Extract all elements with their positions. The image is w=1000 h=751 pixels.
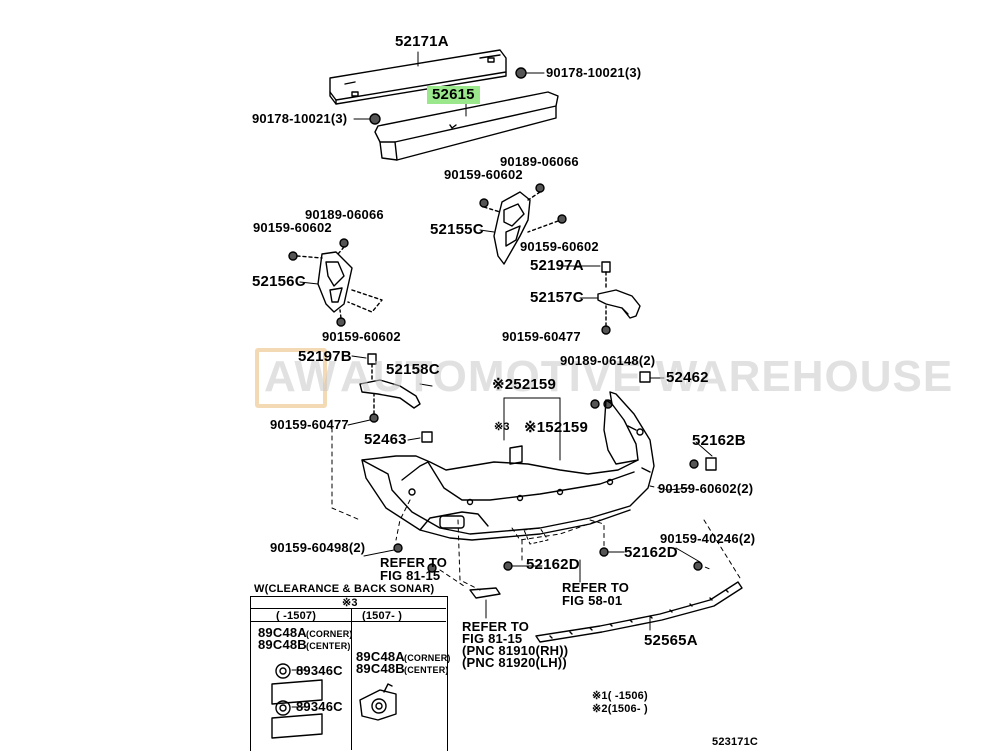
inset-c1-89C48A: 89C48A	[258, 625, 307, 640]
label-90159-left-1: 90159-60602	[253, 220, 332, 235]
energy-absorber-52615	[374, 91, 559, 161]
label-52462: 52462	[666, 369, 709, 386]
label-52565A: 52565A	[644, 632, 698, 649]
label-52197A: 52197A	[530, 257, 584, 274]
inset-col1-head: ( -1507)	[276, 610, 317, 622]
inset-title: W(CLEARANCE & BACK SONAR)	[254, 583, 435, 595]
label-52463: 52463	[364, 431, 407, 448]
label-52159-x1: ※152159	[524, 419, 589, 436]
label-52156C: 52156C	[252, 273, 306, 290]
label-52162D-left: 52162D	[526, 556, 580, 573]
label-90159-60498: 90159-60498(2)	[270, 540, 366, 555]
bumper-reinforcement-52171A	[329, 49, 507, 105]
note-x2: ※2(1506- )	[592, 703, 648, 715]
inset-col2-head: (1507- )	[362, 610, 403, 622]
inset-column-divider	[351, 608, 352, 750]
inset-sensor-col2	[359, 683, 397, 721]
inset-c2-89C48A: 89C48A	[356, 649, 405, 664]
watermark-logo-box	[255, 348, 327, 408]
label-90159-60602-2: 90159-60602(2)	[658, 481, 754, 496]
inset-c1-89C48B: 89C48B	[258, 637, 307, 652]
label-52155C: 52155C	[430, 221, 484, 238]
label-52197B: 52197B	[298, 348, 352, 365]
inset-mark: ※3	[342, 597, 358, 609]
label-x3: ※3	[494, 421, 510, 433]
ref-fig-81-15-b-line1: REFER TO	[462, 619, 530, 634]
label-90178-left: 90178-10021(3)	[252, 111, 348, 126]
label-52158C: 52158C	[386, 361, 440, 378]
label-90178-right: 90178-10021(3)	[546, 65, 642, 80]
inset-c1-corner: (CORNER)	[306, 629, 353, 639]
ref-fig-81-15-b-line2: FIG 81-15	[462, 631, 523, 646]
label-52159-x2: ※252159	[492, 376, 557, 393]
label-90189-06148: 90189-06148(2)	[560, 353, 656, 368]
note-x1: ※1( -1506)	[592, 690, 648, 702]
label-90159-60477-right: 90159-60477	[502, 329, 581, 344]
inset-c2-corner: (CORNER)	[404, 653, 451, 663]
label-90159-60477-left: 90159-60477	[270, 417, 349, 432]
label-52162D-right: 52162D	[624, 544, 678, 561]
sensor-bracket-x3	[509, 445, 523, 465]
bracket-52155C	[479, 183, 567, 265]
retainer-52158C	[347, 353, 433, 426]
retainer-52157C	[559, 261, 641, 335]
pad-52462	[639, 371, 651, 383]
label-90159-40246: 90159-40246(2)	[660, 531, 756, 546]
lower-garnish-52565A	[535, 581, 743, 643]
ref-pnc-81910: (PNC 81910(RH))	[462, 643, 569, 658]
inset-sensor-col1	[271, 663, 323, 739]
ref-fig-81-15-a-line1: REFER TO	[380, 555, 448, 570]
ref-fig-58-01-line1: REFER TO	[562, 580, 630, 595]
label-52171A: 52171A	[395, 33, 449, 50]
inset-header-row-2	[250, 621, 446, 622]
watermark-logo: AW	[264, 352, 337, 401]
label-90159-left-2: 90159-60602	[322, 329, 401, 344]
pad-52463	[421, 431, 433, 443]
watermark-text: AUTOMOTIVE WAREHOUSE	[340, 352, 954, 401]
label-52162B: 52162B	[692, 432, 746, 449]
label-90189-right: 90189-06066	[500, 154, 579, 169]
clip-90178-left	[353, 113, 381, 125]
inset-outer-box	[250, 596, 448, 751]
label-52157C: 52157C	[530, 289, 584, 306]
inset-c2-89C48B: 89C48B	[356, 661, 405, 676]
label-52615-highlighted: 52615	[427, 86, 480, 104]
inset-c1-center: (CENTER)	[306, 641, 351, 651]
bumper-cover-52159	[361, 391, 655, 541]
inset-c2-center: (CENTER)	[404, 665, 449, 675]
figure-code: 523171C	[712, 736, 759, 748]
label-90159-right-1: 90159-60602	[444, 167, 523, 182]
ref-pnc-81920: (PNC 81920(LH))	[462, 655, 567, 670]
reflector	[469, 587, 501, 599]
label-90189-left: 90189-06066	[305, 207, 384, 222]
ref-fig-81-15-a-line2: FIG 81-15	[380, 568, 441, 583]
inset-header-row	[250, 608, 446, 609]
clip-90178-right	[515, 67, 545, 79]
label-90159-right-2: 90159-60602	[520, 239, 599, 254]
ref-fig-58-01-line2: FIG 58-01	[562, 593, 623, 608]
inset-c1-89346C-b: 89346C	[296, 699, 343, 714]
inset-c1-89346C-a: 89346C	[296, 663, 343, 678]
bracket-52156C	[288, 238, 383, 327]
